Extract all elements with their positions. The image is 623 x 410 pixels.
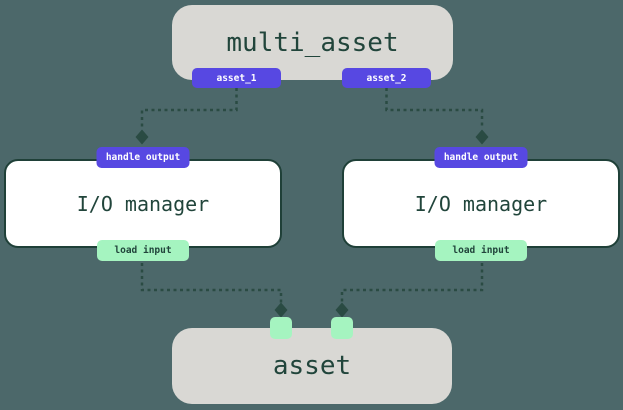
edge-asset1-to-io-left bbox=[140, 88, 238, 129]
arrowhead-diamond-icon bbox=[274, 302, 288, 318]
asset-input-handle-left bbox=[270, 317, 292, 339]
node-asset: asset bbox=[172, 317, 452, 404]
node-multi-asset: multi_asset asset_1 asset_2 bbox=[172, 5, 453, 88]
node-io-manager-right: handle output I/O manager load input bbox=[342, 147, 620, 261]
io-manager-title-left: I/O manager bbox=[76, 191, 210, 216]
asset-title: asset bbox=[272, 351, 352, 381]
node-io-manager-left: handle output I/O manager load input bbox=[4, 147, 282, 261]
handle-output-badge-left: handle output bbox=[96, 147, 190, 168]
edge-asset2-to-io-right bbox=[385, 88, 484, 129]
arrowhead-diamond-icon bbox=[135, 129, 149, 145]
asset-input-handle-right bbox=[331, 317, 353, 339]
load-input-badge-right: load input bbox=[435, 240, 527, 261]
handle-output-badge-right: handle output bbox=[434, 147, 528, 168]
output-badge-asset-2: asset_2 bbox=[342, 68, 431, 88]
edge-io-left-to-asset bbox=[140, 263, 283, 303]
arrowhead-diamond-icon bbox=[475, 129, 489, 145]
output-badge-asset-1: asset_1 bbox=[192, 68, 281, 88]
arrowhead-diamond-icon bbox=[335, 302, 349, 318]
load-input-badge-left: load input bbox=[97, 240, 189, 261]
edge-io-right-to-asset bbox=[340, 263, 484, 303]
multi-asset-title: multi_asset bbox=[226, 27, 399, 58]
io-manager-title-right: I/O manager bbox=[414, 191, 548, 216]
